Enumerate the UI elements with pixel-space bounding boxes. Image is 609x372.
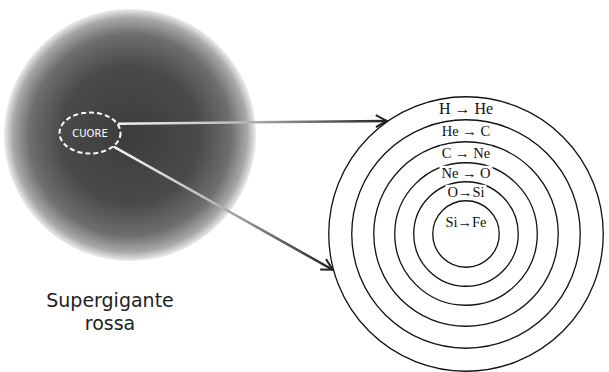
fusion-reaction: H → He (437, 101, 495, 117)
fusion-reaction: C → Ne (440, 145, 492, 160)
giant-outline (4, 9, 256, 261)
core-label: CUORE (72, 128, 107, 139)
fusion-reaction: O→Si (445, 184, 486, 199)
shell-circle: Si→Fe O→Si Ne → O C → Ne (373, 141, 559, 327)
fusion-reaction: He → C (440, 124, 492, 139)
ring-outline (432, 200, 500, 268)
shell-circle: Si→Fe (432, 200, 500, 268)
fusion-reaction: Ne → O (439, 165, 492, 180)
star-name: Supergigante rossa (35, 289, 185, 335)
star-circle: CUORESupergigante rossa (4, 9, 256, 261)
shell-circle: Si→Fe O→Si (413, 181, 519, 287)
fusion-reaction: Si→Fe (443, 215, 488, 230)
shell-circle: Si→Fe O→Si Ne → O C → Ne He → C (351, 119, 581, 349)
core-circle: CUORE (58, 111, 122, 155)
shell-circle: Si→Fe O→Si Ne → O C → Ne He → C H → He (328, 96, 604, 372)
shell-circle: Si→Fe O→Si Ne → O (394, 162, 538, 306)
